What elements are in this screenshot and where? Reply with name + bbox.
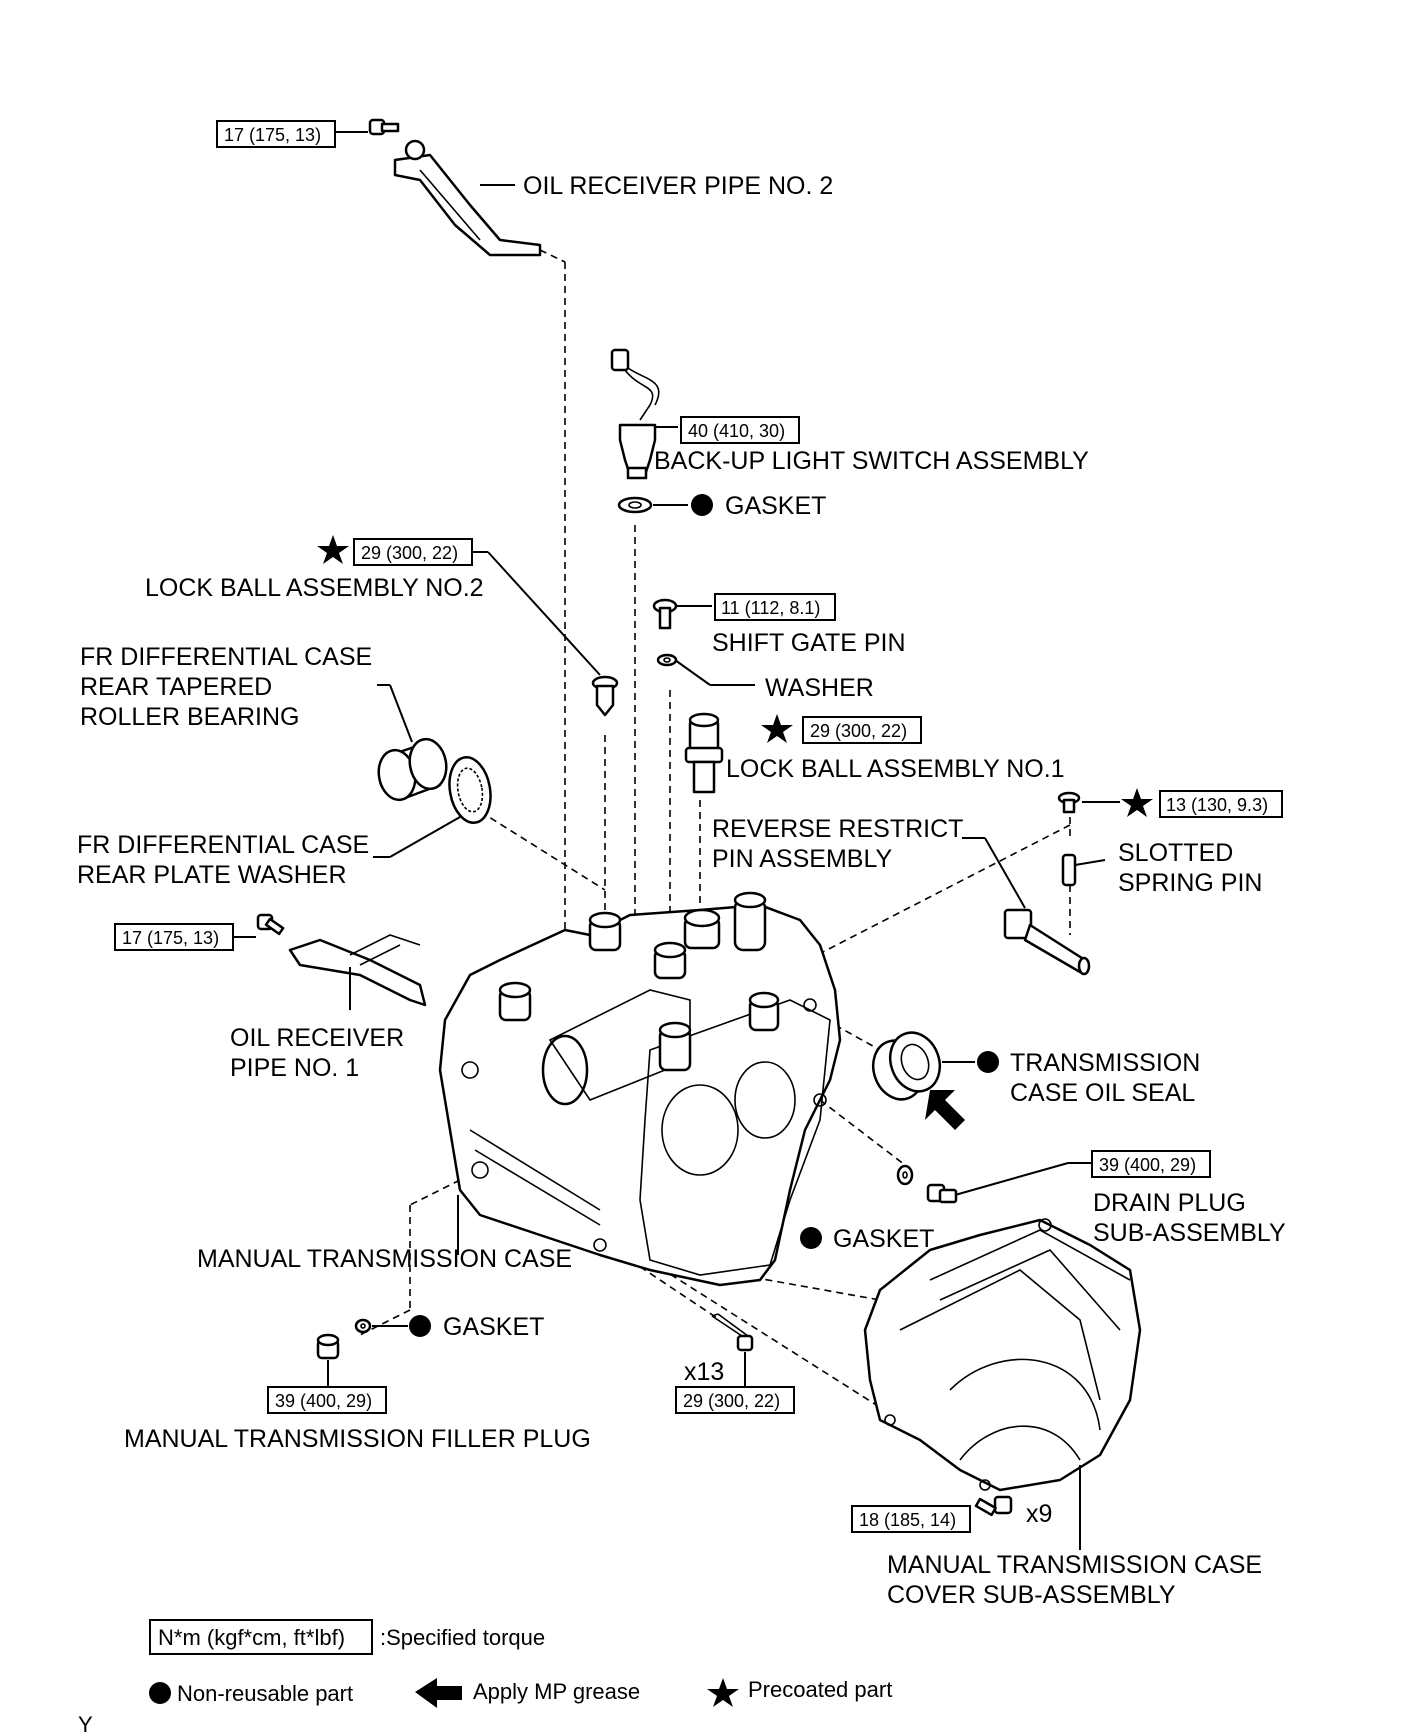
label-lock-ball-1: LOCK BALL ASSEMBLY NO.1 [726,755,1065,783]
torque-box-drain-plug: 39 (400, 29) [1091,1150,1211,1178]
precoated-star-icon [707,1678,739,1707]
fr-diff-plate-washer-drawing [448,756,492,824]
torque-box-backup-switch: 40 (410, 30) [680,416,800,444]
label-drain-plug-line1: DRAIN PLUG [1093,1189,1246,1217]
svg-text:29 (300, 22): 29 (300, 22) [683,1391,780,1411]
precoated-star-icon [761,714,793,743]
cover-bolt-icon [974,1495,1013,1517]
label-fr-washer-line1: FR DIFFERENTIAL CASE [77,831,369,859]
svg-text:40 (410, 30): 40 (410, 30) [688,421,785,441]
label-fr-bearing-line3: ROLLER BEARING [80,703,300,731]
non-reusable-dot-icon [149,1682,171,1704]
svg-text:N*m (kgf*cm, ft*lbf): N*m (kgf*cm, ft*lbf) [158,1625,345,1650]
label-shift-gate-pin: SHIFT GATE PIN [712,629,906,657]
label-cover-line2: COVER SUB-ASSEMBLY [887,1581,1176,1609]
case-cover-drawing [863,1218,1142,1492]
mp-grease-arrow-icon [415,1678,462,1708]
label-slotted-line1: SLOTTED [1118,839,1233,867]
svg-text:Apply MP grease: Apply MP grease [473,1679,640,1704]
label-cover-line1: MANUAL TRANSMISSION CASE [887,1551,1262,1579]
label-lock-ball-2: LOCK BALL ASSEMBLY NO.2 [145,574,484,602]
leader-lines [233,131,1120,1550]
transmission-oil-seal-drawing [871,1031,942,1101]
manual-transmission-case-drawing [438,891,842,1287]
torque-box-shift-gate: 11 (112, 8.1) [714,593,836,621]
label-fr-washer-line2: REAR PLATE WASHER [77,861,347,889]
legend-mp-grease: Apply MP grease [415,1678,640,1708]
label-fr-bearing-line2: REAR TAPERED [80,673,272,701]
label-manual-trans-case: MANUAL TRANSMISSION CASE [197,1245,572,1273]
label-oil-receiver-pipe-1-line1: OIL RECEIVER [230,1024,404,1052]
torque-box-lock-ball-1: 29 (300, 22) [802,716,922,744]
svg-text:11 (112, 8.1): 11 (112, 8.1) [721,598,820,618]
svg-text:29 (300, 22): 29 (300, 22) [361,543,458,563]
label-reverse-restrict-line1: REVERSE RESTRICT [712,815,963,843]
bolt-pipe-1-icon [256,913,285,936]
label-fr-bearing-line1: FR DIFFERENTIAL CASE [80,643,372,671]
label-washer: WASHER [765,674,874,702]
label-gasket-top: GASKET [725,492,826,520]
svg-text:39 (400, 29): 39 (400, 29) [1099,1155,1196,1175]
svg-text:18 (185, 14): 18 (185, 14) [859,1510,956,1530]
svg-text:17 (175, 13): 17 (175, 13) [224,125,321,145]
shift-gate-pin-drawing [652,598,678,630]
slotted-spring-pin-drawing [1057,791,1081,887]
label-slotted-line2: SPRING PIN [1118,869,1262,897]
non-reusable-dot-icon [977,1051,999,1073]
oil-receiver-pipe-2-drawing [393,139,542,257]
non-reusable-dot-icon [691,494,713,516]
label-gasket-mid: GASKET [833,1225,934,1253]
label-gasket-low: GASKET [443,1313,544,1341]
label-filler-plug: MANUAL TRANSMISSION FILLER PLUG [124,1425,591,1453]
label-oil-receiver-pipe-1-line2: PIPE NO. 1 [230,1054,359,1082]
label-x9: x9 [1026,1500,1052,1528]
legend-precoated: Precoated part [707,1677,892,1707]
non-reusable-dot-icon [409,1315,431,1337]
fr-diff-bearing-drawing [377,737,448,802]
oil-receiver-pipe-1-drawing [288,934,427,1007]
torque-box-pipe-1: 17 (175, 13) [114,923,234,951]
torque-box-case-bolt: 29 (300, 22) [675,1386,795,1414]
label-oil-receiver-pipe-2: OIL RECEIVER PIPE NO. 2 [523,172,833,200]
lock-ball-1-drawing [684,712,724,794]
legend-torque: N*m (kgf*cm, ft*lbf) :Specified torque [149,1619,545,1655]
label-x13: x13 [684,1358,724,1386]
torque-box-cover-bolt: 18 (185, 14) [851,1505,971,1533]
label-drain-plug-line2: SUB-ASSEMBLY [1093,1219,1286,1247]
mp-grease-arrow-icon [925,1090,965,1130]
svg-text:Precoated part: Precoated part [748,1677,892,1702]
label-backup-light-switch: BACK-UP LIGHT SWITCH ASSEMBLY [654,447,1089,475]
backup-light-switch-drawing [610,348,660,480]
torque-box-lock-ball-2: 29 (300, 22) [353,538,473,566]
corner-code: Y [78,1712,93,1734]
svg-text:13 (130, 9.3): 13 (130, 9.3) [1166,795,1268,815]
svg-text:Non-reusable part: Non-reusable part [177,1681,353,1706]
filler-plug-drawing [316,1333,340,1360]
svg-text::Specified torque: :Specified torque [380,1625,545,1650]
reverse-restrict-pin-drawing [1003,908,1091,976]
precoated-star-icon [1121,788,1153,817]
legend-non-reusable: Non-reusable part [149,1681,353,1706]
precoated-star-icon [317,535,349,564]
torque-box-filler-plug: 39 (400, 29) [267,1386,387,1414]
label-reverse-restrict-line2: PIN ASSEMBLY [712,845,892,873]
non-reusable-dot-icon [800,1227,822,1249]
torque-box-slotted-pin: 13 (130, 9.3) [1159,790,1283,818]
bolt-pipe-2-icon [368,118,400,136]
svg-text:39 (400, 29): 39 (400, 29) [275,1391,372,1411]
svg-text:29 (300, 22): 29 (300, 22) [810,721,907,741]
drain-plug-drawing [926,1183,958,1204]
lock-ball-2-drawing [591,675,619,717]
washer-drawing [656,653,678,667]
gasket-low-drawing [354,1318,372,1334]
case-bolt-drawing [711,1313,754,1352]
label-oil-seal-line2: CASE OIL SEAL [1010,1079,1195,1107]
torque-box-pipe-2: 17 (175, 13) [216,120,336,148]
label-oil-seal-line1: TRANSMISSION [1010,1049,1200,1077]
gasket-mid-drawing [896,1164,914,1186]
svg-text:17 (175, 13): 17 (175, 13) [122,928,219,948]
gasket-top-drawing [617,496,653,514]
